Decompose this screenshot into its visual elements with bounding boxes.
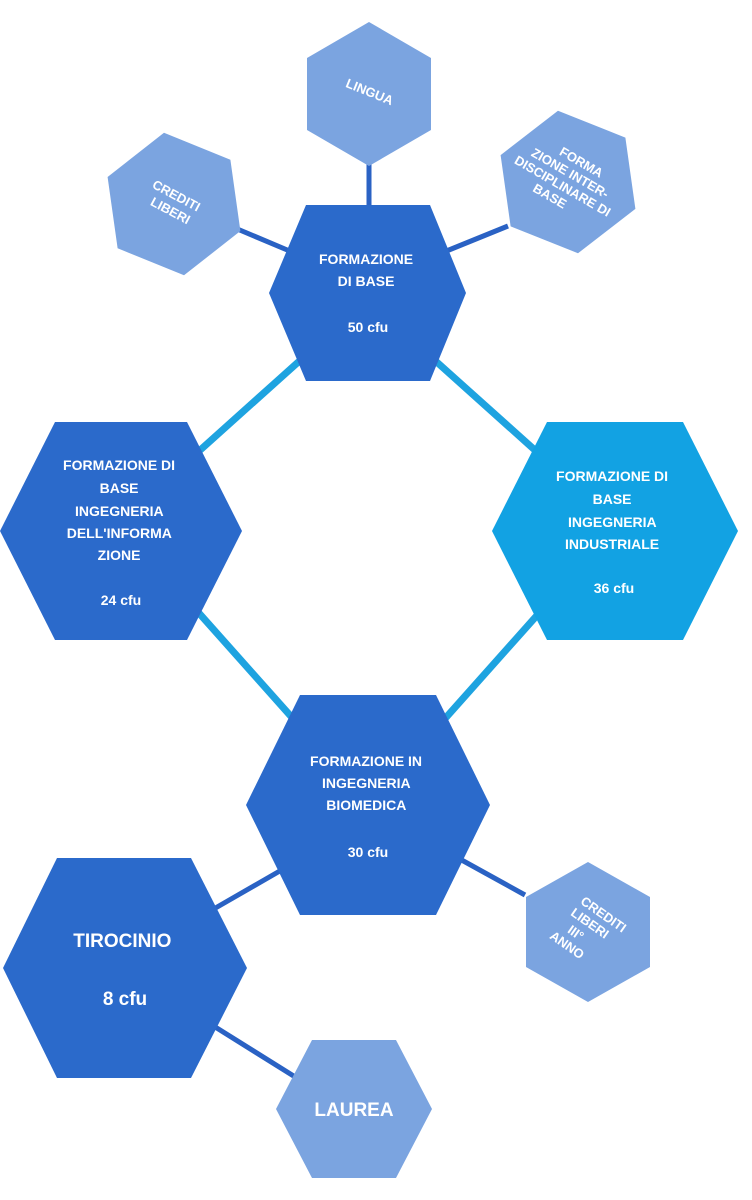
node-formazione-base: FORMAZIONE DI BASE 50 cfu bbox=[269, 205, 466, 381]
node-laurea: LAUREA bbox=[276, 1040, 432, 1178]
connector-base-industriale bbox=[427, 353, 540, 455]
connector-biomedica-tirocinio bbox=[210, 865, 287, 913]
connector-industriale-biomedica bbox=[439, 609, 543, 725]
svg-text:FORMAZIONE DI BASE: FORMAZIONE DI BASE INGEGNERIA INDUSTRIAL… bbox=[556, 468, 672, 596]
node-crediti-liberi: CREDITI LIBERI bbox=[107, 132, 241, 276]
connector-tirocinio-laurea bbox=[210, 1022, 302, 1083]
node-ingegneria-informazione: FORMAZIONE DI BASE INGEGNERIA DELL'INFOR… bbox=[0, 422, 242, 640]
connector-informazione-biomedica bbox=[195, 609, 299, 725]
connector-base-informazione bbox=[195, 353, 308, 455]
node-tirocinio: TIROCINIO 8 cfu bbox=[3, 858, 247, 1078]
svg-text:FORMAZIONE IN INGEGNERIA: FORMAZIONE IN INGEGNERIA BIOMEDICA 30 cf… bbox=[310, 753, 426, 860]
connector-interdisciplinare bbox=[443, 223, 509, 255]
svg-text:FORMAZIONE DI BASE: FORMAZIONE DI BASE INGEGNERIA DELL'INFOR… bbox=[63, 457, 179, 608]
svg-text:FORMAZIONE DI BASE: FORMAZIONE DI BASE 50 cfu bbox=[319, 251, 417, 335]
connector-crediti-liberi bbox=[234, 225, 293, 255]
svg-text:LAUREA: LAUREA bbox=[314, 1100, 393, 1121]
svg-text:TIROCINIO 8 cfu: TIROCINIO 8 cfu bbox=[73, 931, 176, 1010]
node-crediti-liberi-terzo-anno: CREDITI LIBERI III° ANNO bbox=[526, 862, 650, 1002]
connectors bbox=[195, 158, 543, 1083]
node-ingegneria-biomedica: FORMAZIONE IN INGEGNERIA BIOMEDICA 30 cf… bbox=[246, 695, 490, 915]
connector-biomedica-crediti3 bbox=[456, 855, 527, 898]
node-ingegneria-industriale: FORMAZIONE DI BASE INGEGNERIA INDUSTRIAL… bbox=[492, 422, 738, 640]
node-lingua: LINGUA bbox=[307, 22, 431, 166]
node-formazione-interdisciplinare: FORMA ZIONE INTER- DISCIPLINARE DI BASE bbox=[500, 110, 636, 254]
